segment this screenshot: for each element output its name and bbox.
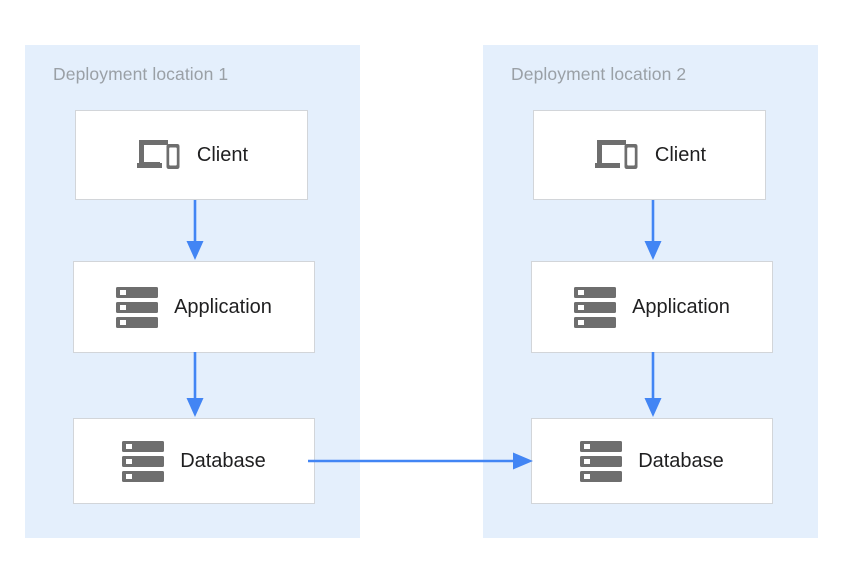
node-database-2[interactable]: Database bbox=[531, 418, 773, 504]
node-client-1[interactable]: Client bbox=[75, 110, 308, 200]
devices-icon bbox=[593, 137, 639, 173]
node-application-1[interactable]: Application bbox=[73, 261, 315, 353]
server-icon bbox=[116, 286, 159, 328]
node-application-2[interactable]: Application bbox=[531, 261, 773, 353]
server-icon bbox=[122, 440, 165, 482]
node-database-1-label: Database bbox=[180, 449, 266, 472]
deployment-location-2-label: Deployment location 2 bbox=[511, 64, 687, 84]
node-application-1-label: Application bbox=[174, 295, 272, 318]
node-client-2-label: Client bbox=[654, 143, 707, 166]
deployment-location-1-label: Deployment location 1 bbox=[53, 64, 229, 84]
node-client-2[interactable]: Client bbox=[533, 110, 766, 200]
node-application-2-label: Application bbox=[632, 295, 730, 318]
node-client-1-label: Client bbox=[196, 143, 249, 166]
node-database-1[interactable]: Database bbox=[73, 418, 315, 504]
devices-icon bbox=[135, 137, 181, 173]
deployment-location-2-panel: Deployment location 2 Client bbox=[483, 45, 818, 538]
server-icon bbox=[574, 286, 617, 328]
deployment-location-1-panel: Deployment location 1 Client bbox=[25, 45, 360, 538]
node-database-2-label: Database bbox=[638, 449, 724, 472]
server-icon bbox=[580, 440, 623, 482]
